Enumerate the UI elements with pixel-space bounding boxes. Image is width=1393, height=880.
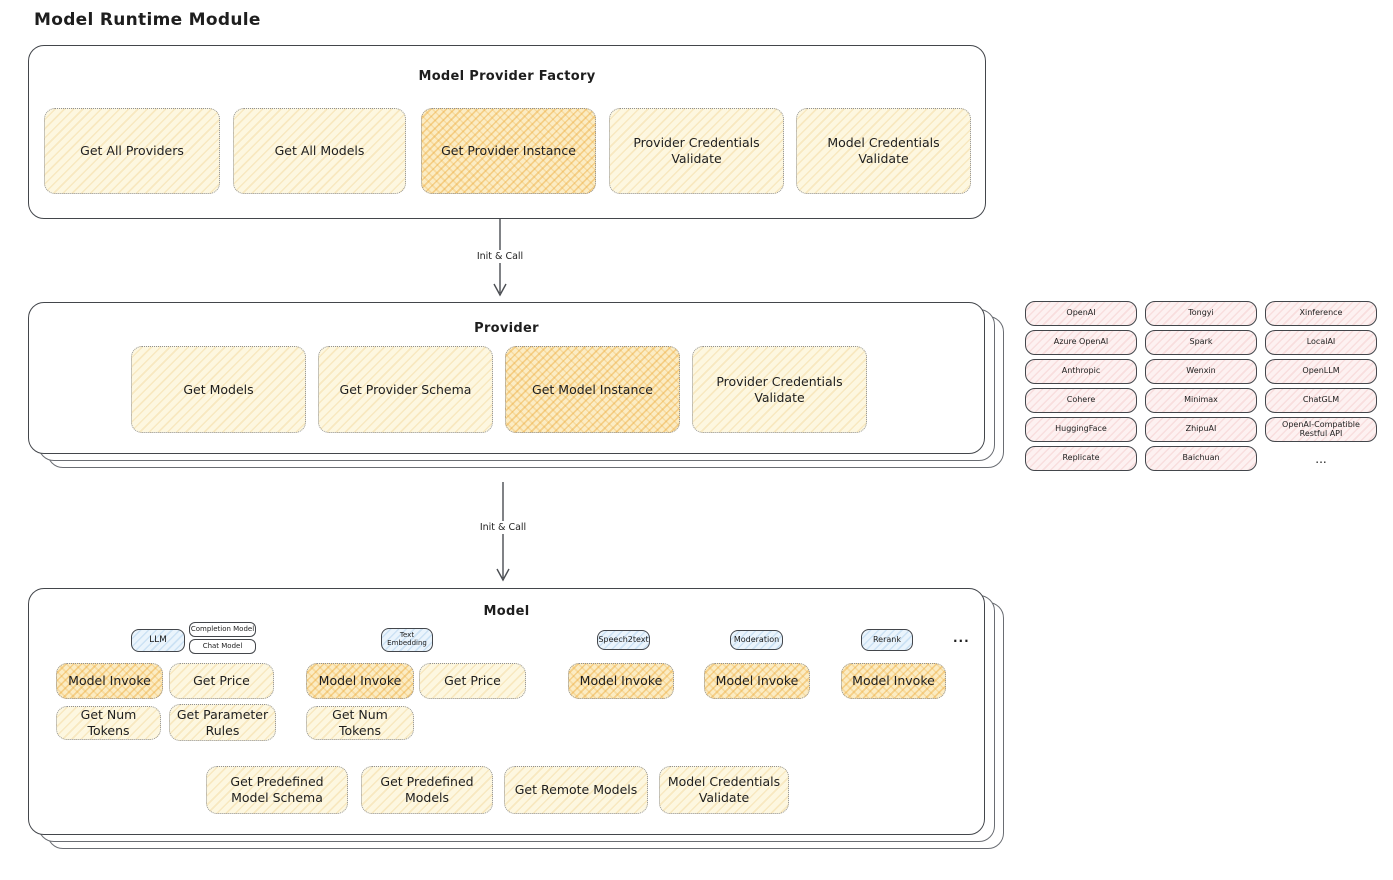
node-model-invoke-rerank: Model Invoke	[841, 663, 946, 699]
node-model-credentials-validate: Model Credentials Validate	[796, 108, 971, 194]
tag-text-embedding: Text Embedding	[381, 628, 433, 652]
provider-chip: Spark	[1145, 330, 1257, 355]
node-get-num-tokens-text-embedding: Get Num Tokens	[306, 706, 414, 740]
provider-chip: OpenAI	[1025, 301, 1137, 326]
node-get-model-instance: Get Model Instance	[505, 346, 680, 433]
node-get-num-tokens-llm: Get Num Tokens	[56, 706, 161, 740]
node-model-credentials-validate-2: Model Credentials Validate	[659, 766, 789, 814]
node-model-invoke-speech2text: Model Invoke	[568, 663, 674, 699]
arrow2-label: Init & Call	[473, 521, 533, 534]
page-title: Model Runtime Module	[34, 10, 261, 30]
model-container: Model LLM Completion Model Chat Model Te…	[28, 588, 985, 835]
provider-chip: Replicate	[1025, 446, 1137, 471]
factory-title: Model Provider Factory	[418, 69, 596, 84]
provider-chip: Minimax	[1145, 388, 1257, 413]
provider-chip: LocalAI	[1265, 330, 1377, 355]
node-get-parameter-rules: Get Parameter Rules	[169, 704, 276, 741]
node-provider-credentials-validate-2: Provider Credentials Validate	[692, 346, 867, 433]
provider-chip: Cohere	[1025, 388, 1137, 413]
provider-chip: ChatGLM	[1265, 388, 1377, 413]
model-title: Model	[483, 604, 530, 619]
node-get-price-llm: Get Price	[169, 663, 274, 699]
provider-chip: OpenAI-Compatible Restful API	[1265, 417, 1377, 442]
arrow1-label: Init & Call	[470, 250, 530, 263]
node-model-invoke-moderation: Model Invoke	[704, 663, 810, 699]
tag-rerank: Rerank	[861, 629, 913, 651]
provider-chip: Azure OpenAI	[1025, 330, 1137, 355]
node-get-models: Get Models	[131, 346, 306, 433]
tag-chat-model: Chat Model	[189, 639, 256, 654]
tag-completion-model: Completion Model	[189, 622, 256, 637]
provider-chip: ZhipuAI	[1145, 417, 1257, 442]
node-provider-credentials-validate: Provider Credentials Validate	[609, 108, 784, 194]
tag-moderation: Moderation	[730, 630, 783, 650]
provider-chip: Wenxin	[1145, 359, 1257, 384]
provider-container: Provider Get Models Get Provider Schema …	[28, 302, 985, 454]
node-get-all-providers: Get All Providers	[44, 108, 220, 194]
factory-container: Model Provider Factory Get All Providers…	[28, 45, 986, 219]
node-get-all-models: Get All Models	[233, 108, 406, 194]
provider-chip: Tongyi	[1145, 301, 1257, 326]
provider-grid-more: ...	[1315, 451, 1327, 466]
node-model-invoke-llm: Model Invoke	[56, 663, 163, 699]
provider-chip: Xinference	[1265, 301, 1377, 326]
tag-llm: LLM	[131, 629, 185, 652]
node-get-provider-instance: Get Provider Instance	[421, 108, 596, 194]
node-get-predefined-model-schema: Get Predefined Model Schema	[206, 766, 348, 814]
tags-more: ...	[953, 631, 970, 645]
provider-chip: Baichuan	[1145, 446, 1257, 471]
provider-chip: HuggingFace	[1025, 417, 1137, 442]
node-get-predefined-models: Get Predefined Models	[361, 766, 493, 814]
node-get-price-text-embedding: Get Price	[419, 663, 526, 699]
node-get-provider-schema: Get Provider Schema	[318, 346, 493, 433]
provider-chip: OpenLLM	[1265, 359, 1377, 384]
node-model-invoke-text-embedding: Model Invoke	[306, 663, 414, 699]
provider-title: Provider	[474, 321, 539, 336]
provider-names-grid: OpenAI Tongyi Xinference Azure OpenAI Sp…	[1025, 301, 1377, 471]
provider-chip: Anthropic	[1025, 359, 1137, 384]
node-get-remote-models: Get Remote Models	[504, 766, 648, 814]
tag-speech2text: Speech2text	[597, 630, 650, 650]
